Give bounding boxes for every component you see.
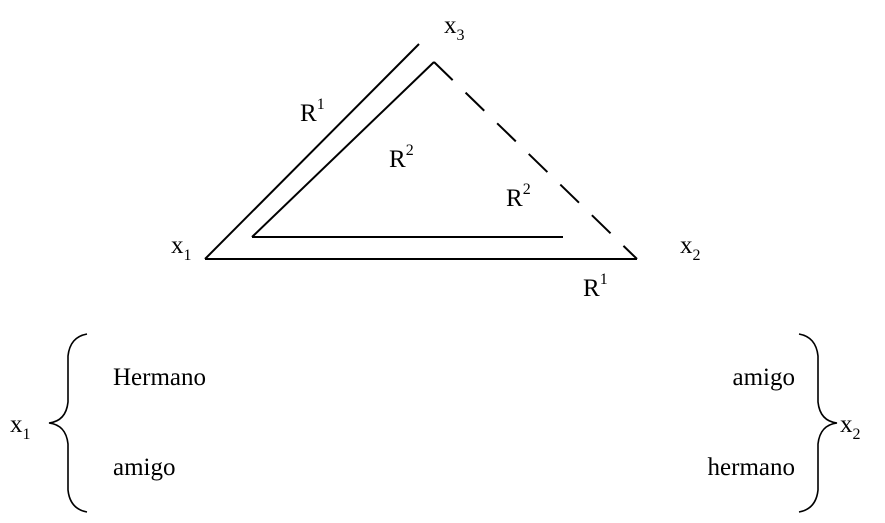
left-group-label: x1	[10, 411, 31, 443]
left-item-hermano: Hermano	[113, 364, 206, 391]
edge-x1-x3-outer	[204, 43, 420, 260]
right-item-hermano: hermano	[708, 454, 795, 481]
right-item-amigo: amigo	[733, 364, 796, 391]
relation-label-outer-left: R1	[300, 96, 325, 127]
right-group-label: x2	[840, 411, 861, 443]
edge-x3-x2-dashed	[433, 61, 638, 260]
relation-label-inner-center: R2	[389, 142, 414, 173]
relation-label-outer-bottom: R1	[583, 271, 608, 302]
right-curly-brace	[798, 333, 838, 513]
vertex-x1-label: x1	[171, 232, 192, 264]
left-curly-brace	[48, 333, 88, 513]
relation-label-inner-right: R2	[506, 181, 531, 212]
vertex-x2-label: x2	[680, 232, 701, 264]
vertex-x3-label: x3	[444, 12, 465, 44]
left-item-amigo: amigo	[113, 454, 176, 481]
edge-x1-x3-inner	[251, 61, 435, 238]
